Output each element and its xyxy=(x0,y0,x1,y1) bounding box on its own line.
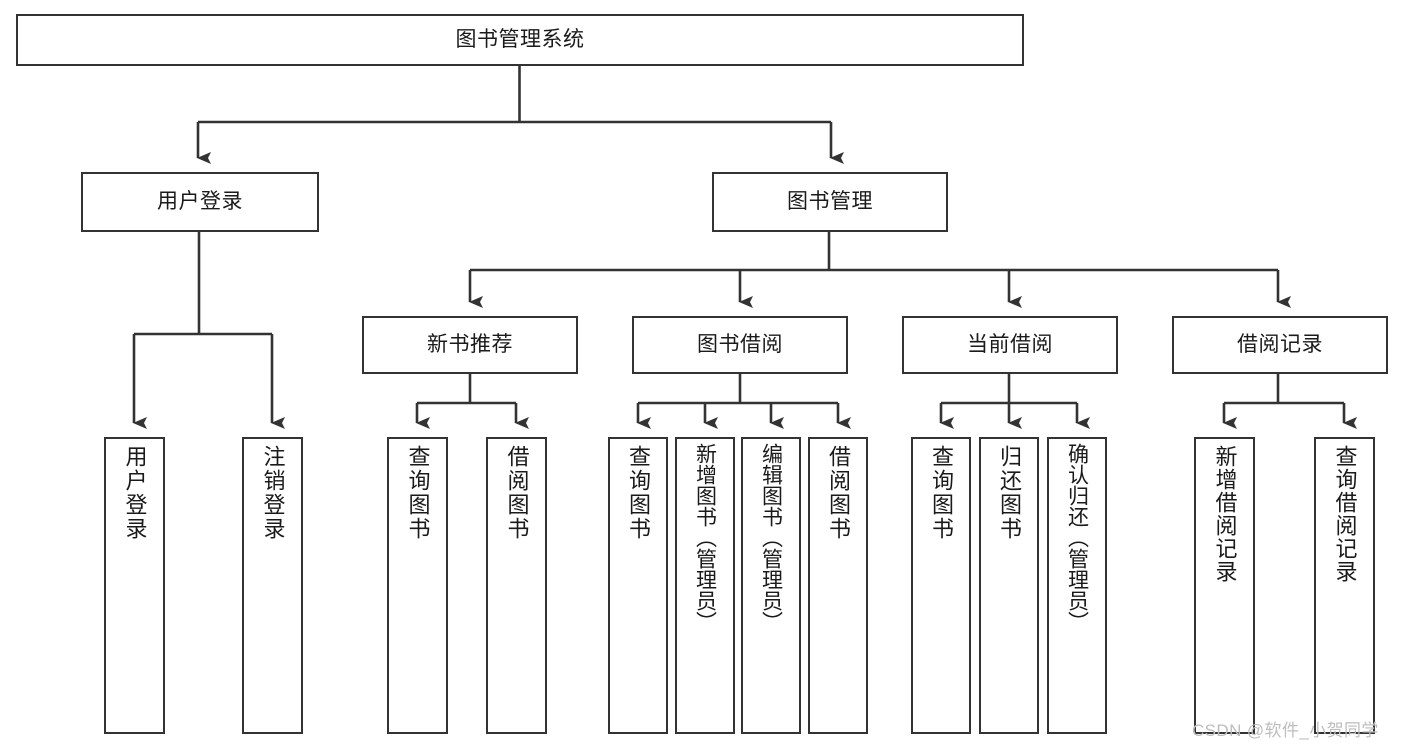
leaf-query-book-borrow[interactable]: 查询图书 xyxy=(608,437,668,734)
node-book-manage[interactable]: 图书管理 xyxy=(712,172,948,232)
leaf-add-book[interactable]: 新增图书（管理员） xyxy=(675,437,735,734)
leaf-user-login[interactable]: 用户登录 xyxy=(104,437,165,734)
leaf-query-book-recommend[interactable]: 查询图书 xyxy=(387,437,448,734)
node-label: 注销登录 xyxy=(260,445,286,541)
leaf-return-book[interactable]: 归还图书 xyxy=(979,437,1039,734)
node-label: 借阅图书 xyxy=(504,445,530,541)
leaf-borrow-book-recommend[interactable]: 借阅图书 xyxy=(486,437,547,734)
node-label: 归还图书 xyxy=(997,445,1022,541)
node-label: 确认归还（管理员） xyxy=(1065,443,1089,632)
node-label: 查询图书 xyxy=(405,445,431,541)
node-label: 新书推荐 xyxy=(427,332,513,356)
node-book-borrow[interactable]: 图书借阅 xyxy=(632,316,848,374)
leaf-borrow-book[interactable]: 借阅图书 xyxy=(808,437,868,734)
node-label: 图书管理 xyxy=(787,189,873,213)
node-label: 编辑图书（管理员） xyxy=(759,443,783,632)
leaf-edit-book[interactable]: 编辑图书（管理员） xyxy=(741,437,801,734)
leaf-confirm-return[interactable]: 确认归还（管理员） xyxy=(1047,437,1107,734)
leaf-query-borrow-record[interactable]: 查询借阅记录 xyxy=(1314,437,1375,734)
leaf-query-book-current[interactable]: 查询图书 xyxy=(911,437,971,734)
node-label: 新增图书（管理员） xyxy=(693,443,717,632)
node-label: 查询图书 xyxy=(626,445,651,541)
node-label: 当前借阅 xyxy=(967,332,1053,356)
node-label: 查询图书 xyxy=(929,445,954,541)
csdn-watermark: CSDN @软件_小贺同学 xyxy=(1192,721,1379,740)
node-label: 借阅记录 xyxy=(1237,332,1323,356)
node-borrow-record[interactable]: 借阅记录 xyxy=(1172,316,1388,374)
leaf-add-borrow-record[interactable]: 新增借阅记录 xyxy=(1194,437,1255,734)
node-label: 用户登录 xyxy=(157,189,243,213)
node-current-borrow[interactable]: 当前借阅 xyxy=(902,316,1118,374)
leaf-logout-login[interactable]: 注销登录 xyxy=(242,437,303,734)
node-label: 查询借阅记录 xyxy=(1332,445,1358,583)
node-label: 图书管理系统 xyxy=(455,27,585,51)
node-label: 图书借阅 xyxy=(697,332,783,356)
node-user-login[interactable]: 用户登录 xyxy=(81,172,319,232)
node-label: 用户登录 xyxy=(122,445,148,541)
node-new-book-recommend[interactable]: 新书推荐 xyxy=(362,316,578,374)
node-label: 新增借阅记录 xyxy=(1212,445,1238,583)
node-label: 借阅图书 xyxy=(826,445,851,541)
node-root-library-system[interactable]: 图书管理系统 xyxy=(16,14,1024,66)
